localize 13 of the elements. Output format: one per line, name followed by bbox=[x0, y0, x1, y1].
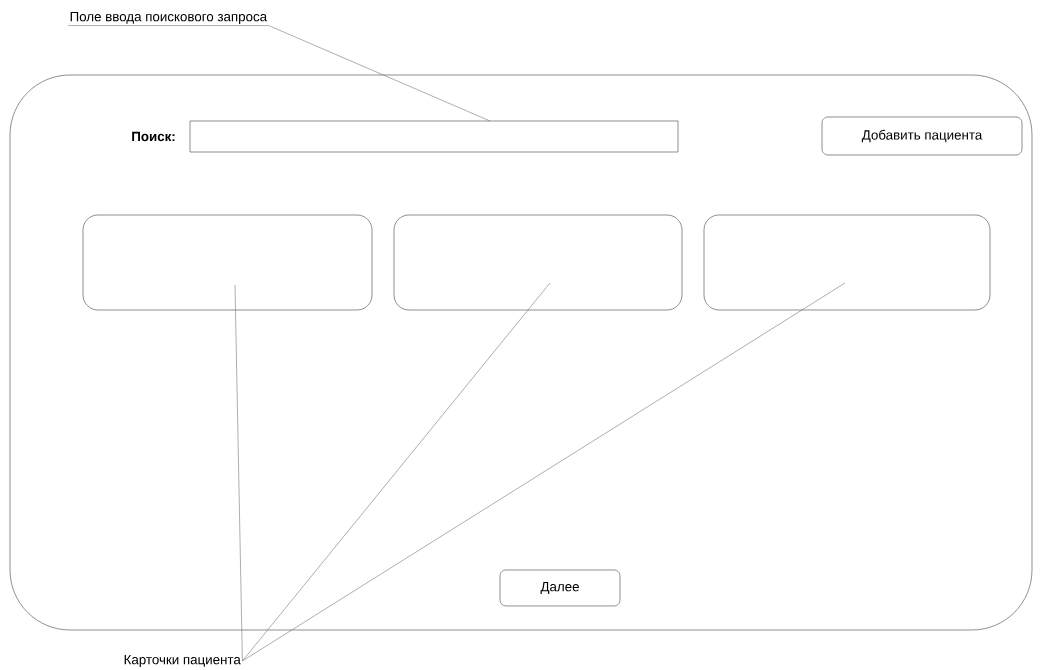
annotation-text: Поле ввода поискового запроса bbox=[70, 12, 268, 24]
patient-card bbox=[393, 214, 683, 311]
leader-line bbox=[234, 284, 243, 662]
next-button: Далее bbox=[499, 569, 621, 607]
annotation-text: Карточки пациента bbox=[124, 655, 241, 667]
patient-card bbox=[82, 214, 373, 311]
patient-card bbox=[703, 214, 991, 311]
search-field bbox=[189, 120, 679, 153]
leader-line bbox=[67, 25, 491, 122]
add-button: Добавить пациента bbox=[821, 116, 1023, 156]
leader-line bbox=[242, 282, 551, 662]
leader-line bbox=[242, 282, 846, 662]
field-label: Поиск: bbox=[132, 131, 175, 142]
